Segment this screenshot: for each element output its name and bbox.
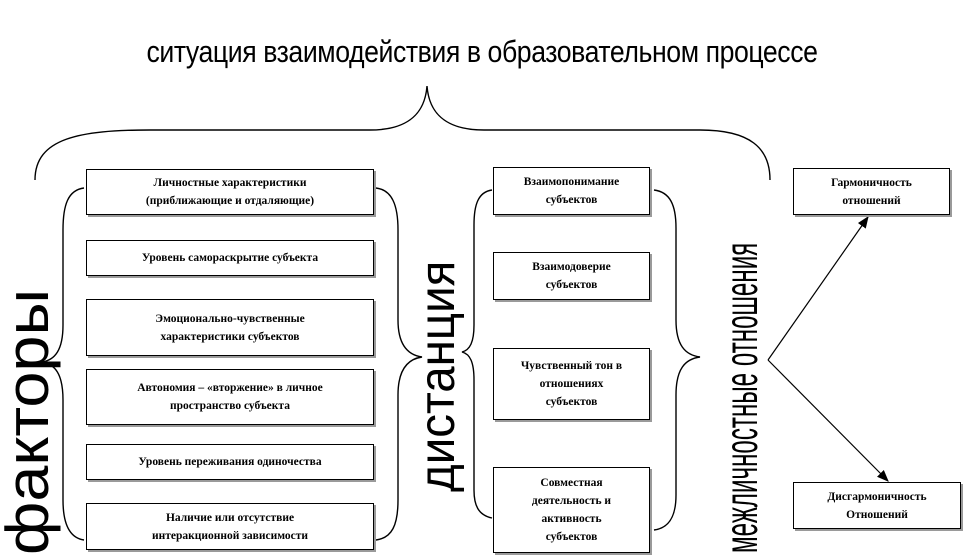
factors-brace bbox=[41, 187, 85, 541]
distance-brace bbox=[375, 187, 423, 541]
distance-emotional-tone: Чувственный тон в отношениях субъектов bbox=[493, 348, 650, 420]
relations-label: межличностные отношения bbox=[715, 242, 767, 553]
factor-self-disclosure: Уровень самораскрытие субъекта bbox=[86, 240, 374, 276]
arrow-to-harmony bbox=[767, 216, 869, 361]
outcome-harmony: Гармоничность отношений bbox=[793, 168, 950, 215]
factor-autonomy: Автономия – «вторжение» в личное простра… bbox=[86, 369, 374, 425]
relations-brace bbox=[653, 189, 701, 531]
factor-emotional-characteristics: Эмоционально-чувственные характеристики … bbox=[86, 299, 374, 356]
distance-mutual-understanding: Взаимопонимание субъектов bbox=[493, 167, 650, 215]
outcome-disharmony: Дисгармоничность Отношений bbox=[793, 482, 961, 529]
arrow-to-disharmony bbox=[767, 359, 889, 482]
distance-label: дистанция bbox=[409, 260, 465, 492]
diagram-title: ситуация взаимодействия в образовательно… bbox=[146, 34, 818, 69]
distance-inner-brace bbox=[461, 189, 493, 519]
factors-label: факторы bbox=[0, 288, 61, 555]
distance-mutual-trust: Взаимодоверие субъектов bbox=[493, 252, 650, 300]
top-brace bbox=[34, 85, 771, 181]
factor-loneliness: Уровень переживания одиночества bbox=[86, 444, 374, 480]
factor-interaction-dependence: Наличие или отсутствие интеракционной за… bbox=[86, 503, 374, 550]
factor-personal-characteristics: Личностные характеристики (приближающие … bbox=[86, 169, 374, 215]
distance-joint-activity: Совместная деятельность и активность суб… bbox=[493, 467, 650, 553]
